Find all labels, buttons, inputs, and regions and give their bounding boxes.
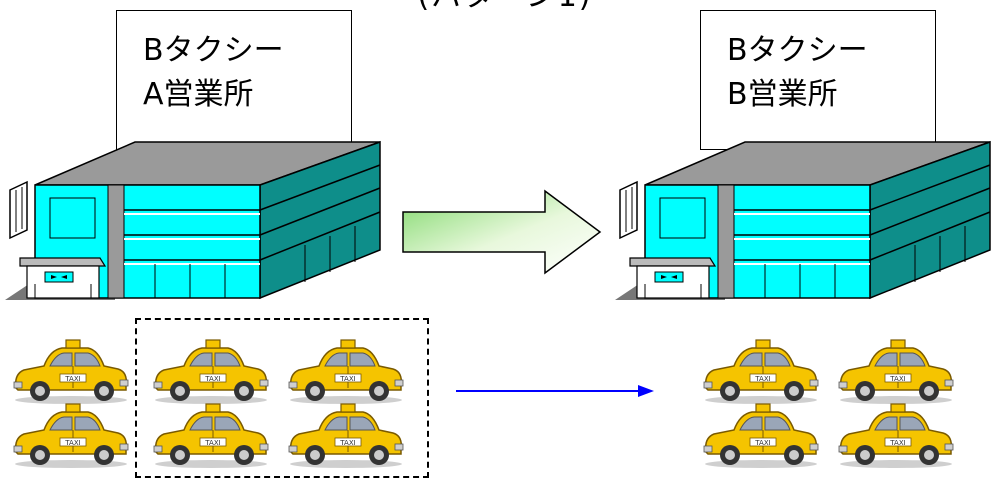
office-b-company: Bタクシー: [727, 33, 868, 68]
taxi-icon: [700, 336, 822, 406]
office-a-branch: A営業所: [143, 77, 254, 112]
office-a-company: Bタクシー: [143, 33, 284, 68]
taxi-icon: [835, 336, 957, 406]
taxi-icon: [150, 336, 272, 406]
taxi-icon: [150, 400, 272, 470]
office-label-a: Bタクシー A営業所: [116, 10, 352, 150]
taxi-icon: [700, 400, 822, 470]
taxi-icon: [285, 400, 407, 470]
case-label: (パターン1): [400, 0, 610, 12]
building-icon: [5, 140, 385, 305]
taxi-icon: [10, 400, 132, 470]
taxi-icon: [285, 336, 407, 406]
taxi-icon: [10, 336, 132, 406]
office-b-branch: B営業所: [727, 77, 838, 112]
taxi-icon: [835, 400, 957, 470]
block-arrow-icon: [402, 189, 602, 275]
office-label-b: Bタクシー B営業所: [700, 10, 936, 150]
arrow-right-icon: [456, 385, 654, 397]
building-icon: [615, 140, 992, 305]
